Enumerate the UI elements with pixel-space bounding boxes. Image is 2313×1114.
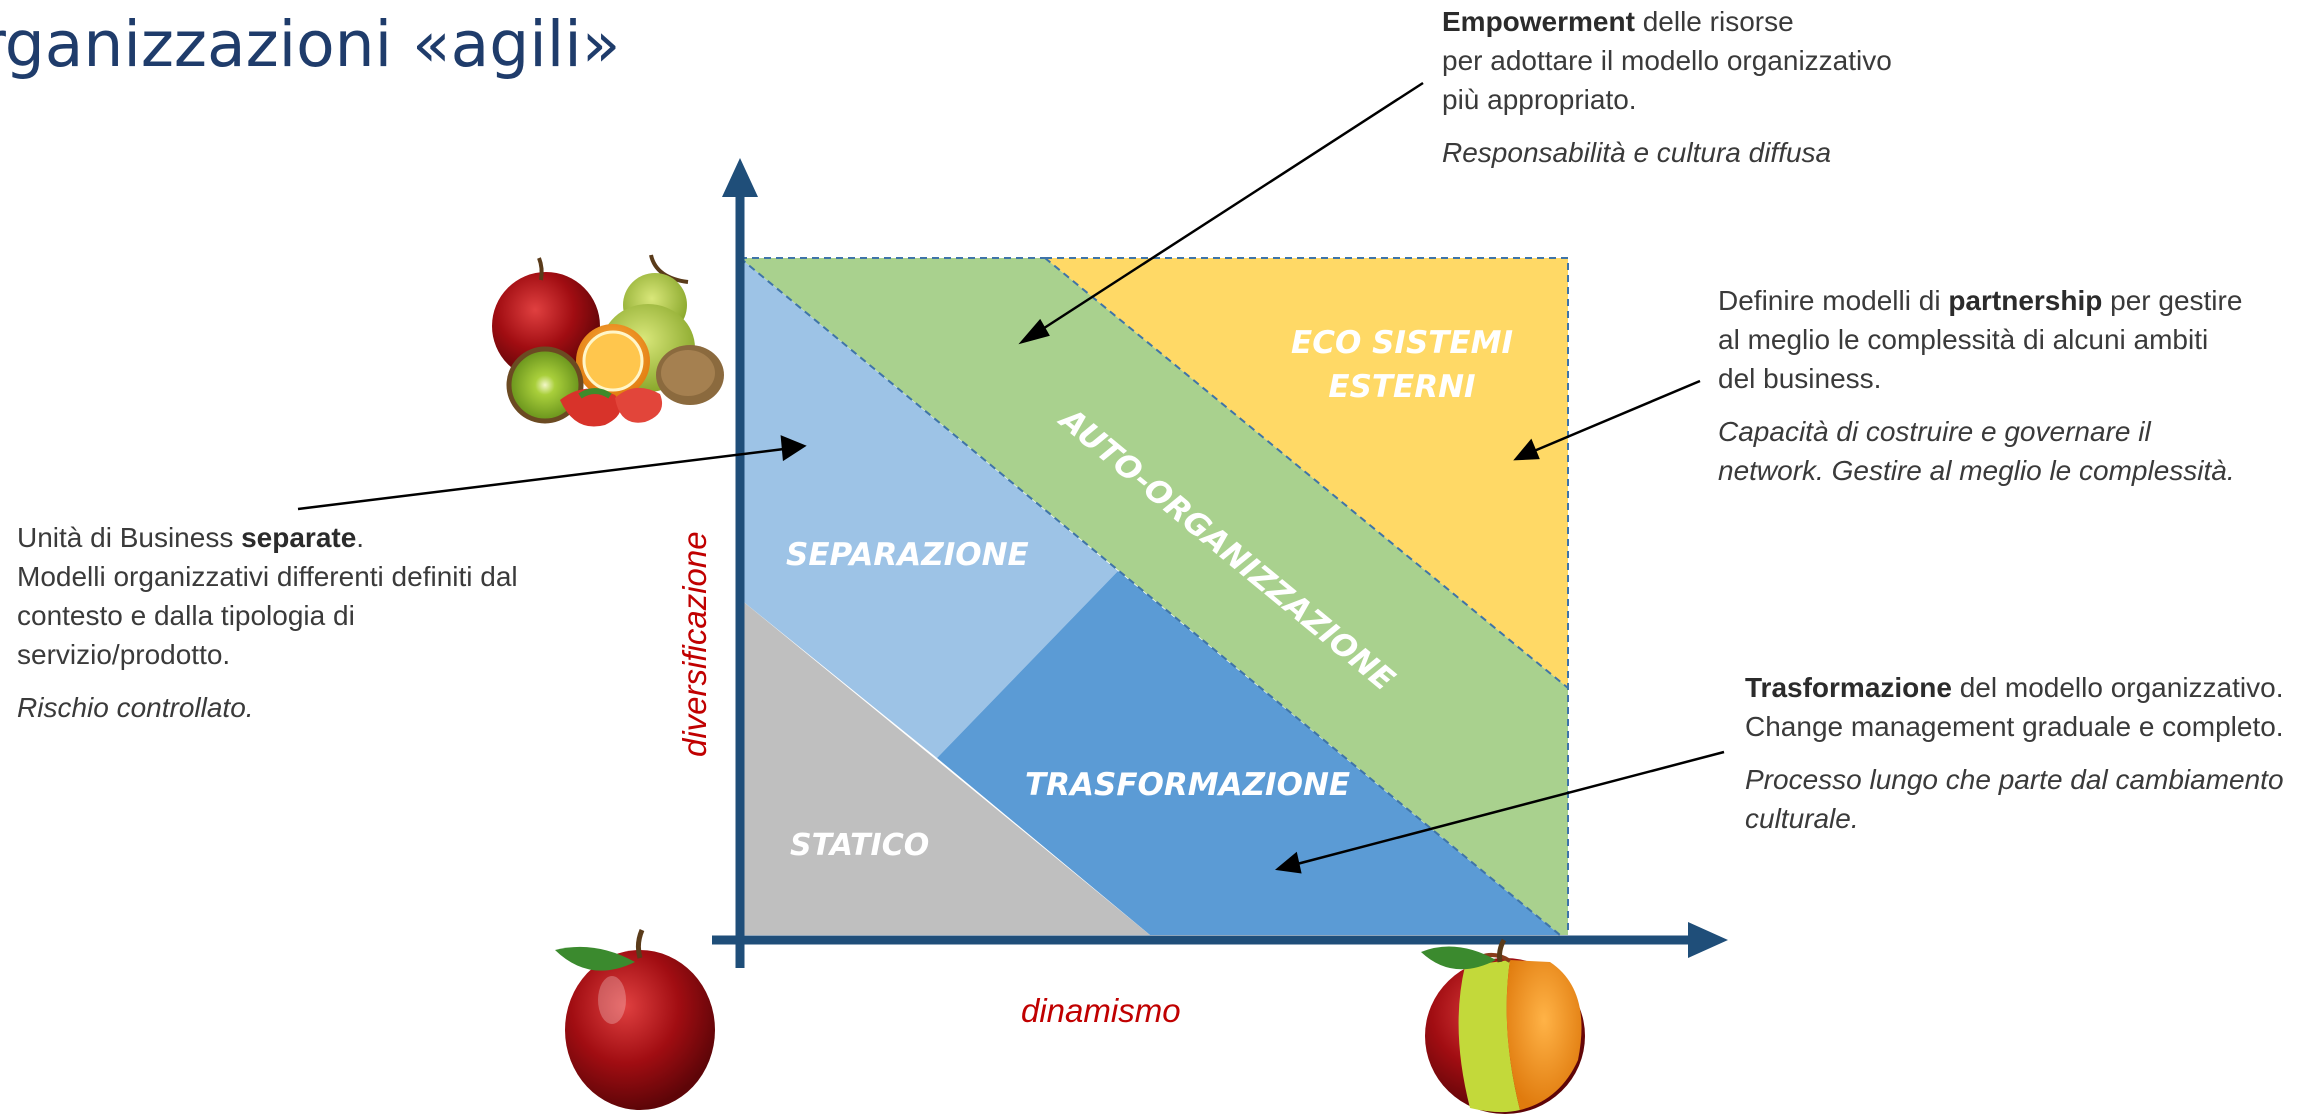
note-partnership-post: per gestire (2102, 285, 2243, 316)
eco-diagonal-line (1044, 257, 1569, 689)
note-separate-italic: Rischio controllato. (17, 692, 254, 723)
note-separate-line3: contesto e dalla tipologia di (17, 600, 355, 631)
arrow-trasformazione (1275, 750, 1725, 874)
red-apple-image (555, 929, 715, 1110)
zone-auto-organizzazione (740, 258, 1568, 935)
note-empowerment-italic: Responsabilità e cultura diffusa (1442, 137, 1832, 168)
fruit-basket-image (492, 254, 724, 427)
note-empowerment-bold: Empowerment (1442, 6, 1635, 37)
note-partnership-bold: partnership (1948, 285, 2103, 316)
note-partnership-pre: Definire modelli di (1718, 285, 1949, 316)
note-empowerment: Empowerment delle risorse per adottare i… (1442, 2, 1892, 172)
zone-label-eco-sistemi-1: ECO SISTEMI (1291, 325, 1513, 361)
page-title: rganizzazioni «agili» (0, 8, 621, 81)
arrow-empowerment (1018, 81, 1424, 345)
note-separate-bold: separate (241, 522, 357, 553)
note-separate: Unità di Business separate. Modelli orga… (17, 518, 518, 727)
y-axis-arrowhead (722, 158, 758, 197)
note-separate-line2: Modelli organizzativi differenti definit… (17, 561, 518, 592)
note-partnership-italic1: Capacità di costruire e governare il (1718, 416, 2151, 447)
note-partnership-line2: al meglio le complessità di alcuni ambit… (1718, 324, 2209, 355)
note-partnership-italic2: network. Gestire al meglio le complessit… (1718, 455, 2235, 486)
mixed-apple-image (1421, 938, 1585, 1114)
note-trasformazione-italic2: culturale. (1745, 803, 1859, 834)
zone-label-statico: STATICO (790, 828, 929, 863)
note-empowerment-line2: per adottare il modello organizzativo (1442, 45, 1892, 76)
x-axis-arrowhead (1688, 922, 1728, 958)
note-partnership-line3: del business. (1718, 363, 1882, 394)
zone-statico (740, 599, 1150, 935)
zone-label-trasformazione: TRASFORMAZIONE (1025, 767, 1350, 803)
eco-dashed-border (1045, 257, 1569, 935)
zone-separazione (740, 258, 1118, 758)
x-axis-label: dinamismo (1021, 992, 1181, 1029)
zone-trasformazione (937, 571, 1560, 935)
note-partnership: Definire modelli di partnership per gest… (1718, 281, 2242, 490)
auto-diagonal-line (739, 257, 1561, 936)
arrow-separate (297, 435, 807, 511)
arrow-partnership (1513, 379, 1701, 461)
note-separate-line4: servizio/prodotto. (17, 639, 231, 670)
note-trasformazione-bold: Trasformazione (1745, 672, 1952, 703)
note-separate-post: . (356, 522, 365, 553)
note-separate-pre: Unità di Business (17, 522, 242, 553)
zone-label-separazione: SEPARAZIONE (786, 537, 1029, 573)
note-trasformazione-line2: Change management graduale e completo. (1745, 711, 2284, 742)
note-trasformazione-italic1: Processo lungo che parte dal cambiamento (1745, 764, 2284, 795)
note-trasformazione-rest: del modello organizzativo. (1951, 672, 2284, 703)
zone-label-eco-sistemi-2: ESTERNI (1328, 369, 1475, 405)
note-empowerment-line3: più appropriato. (1442, 84, 1637, 115)
note-trasformazione: Trasformazione del modello organizzativo… (1745, 668, 2284, 838)
note-empowerment-rest: delle risorse (1634, 6, 1794, 37)
y-axis-label: diversificazione (676, 531, 713, 757)
